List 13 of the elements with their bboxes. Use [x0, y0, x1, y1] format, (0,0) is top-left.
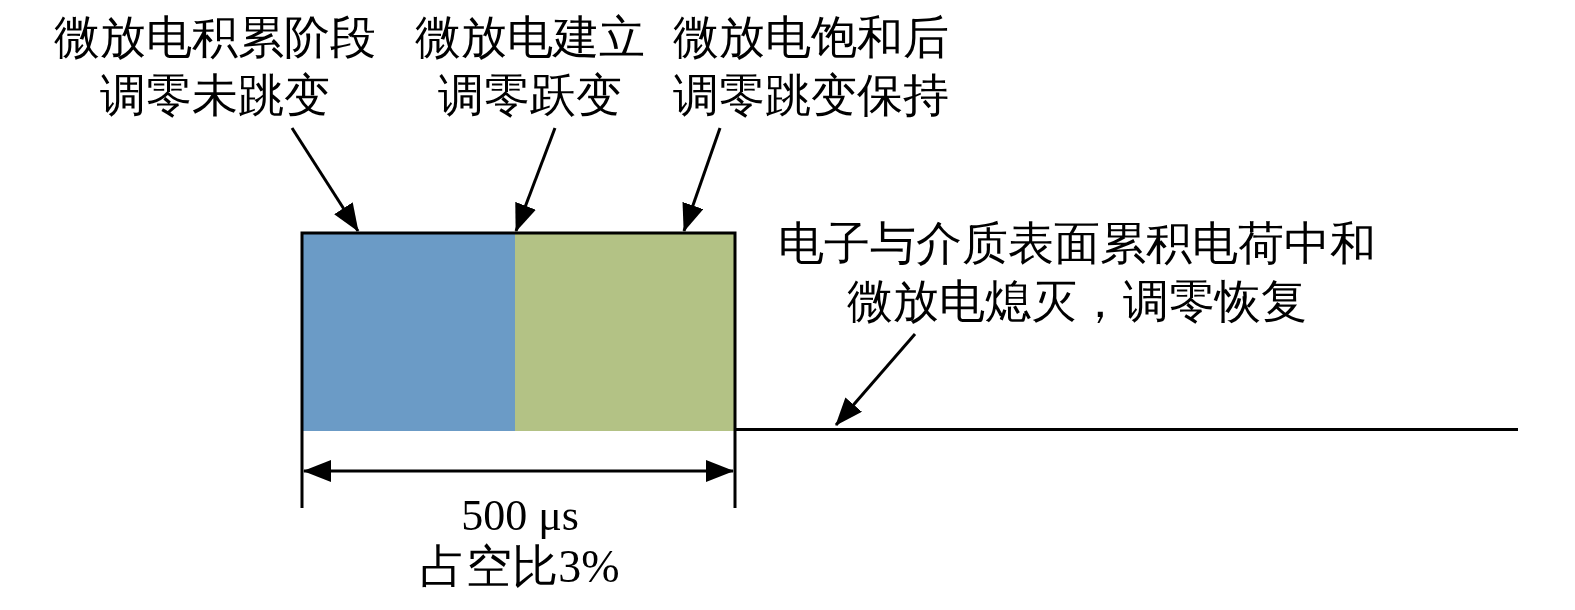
signal-baseline [735, 428, 1518, 431]
callout-text: 微放电建立调零跃变 [410, 9, 650, 125]
callout-text: 微放电积累阶段调零未跳变 [47, 9, 382, 125]
dimension-label: 500 μs [461, 490, 579, 542]
arrow [290, 127, 360, 232]
duty-cycle-label: 占空比3% [420, 540, 620, 594]
arrow [514, 127, 557, 232]
callout-text: 微放电饱和后调零跳变保持 [666, 9, 956, 125]
callout-text: 电子与介质表面累积电荷中和微放电熄灭，调零恢复 [767, 215, 1387, 331]
pulse-segment [303, 234, 515, 431]
arrow [682, 127, 722, 232]
pulse-segment [515, 234, 734, 431]
arrow [834, 333, 917, 426]
